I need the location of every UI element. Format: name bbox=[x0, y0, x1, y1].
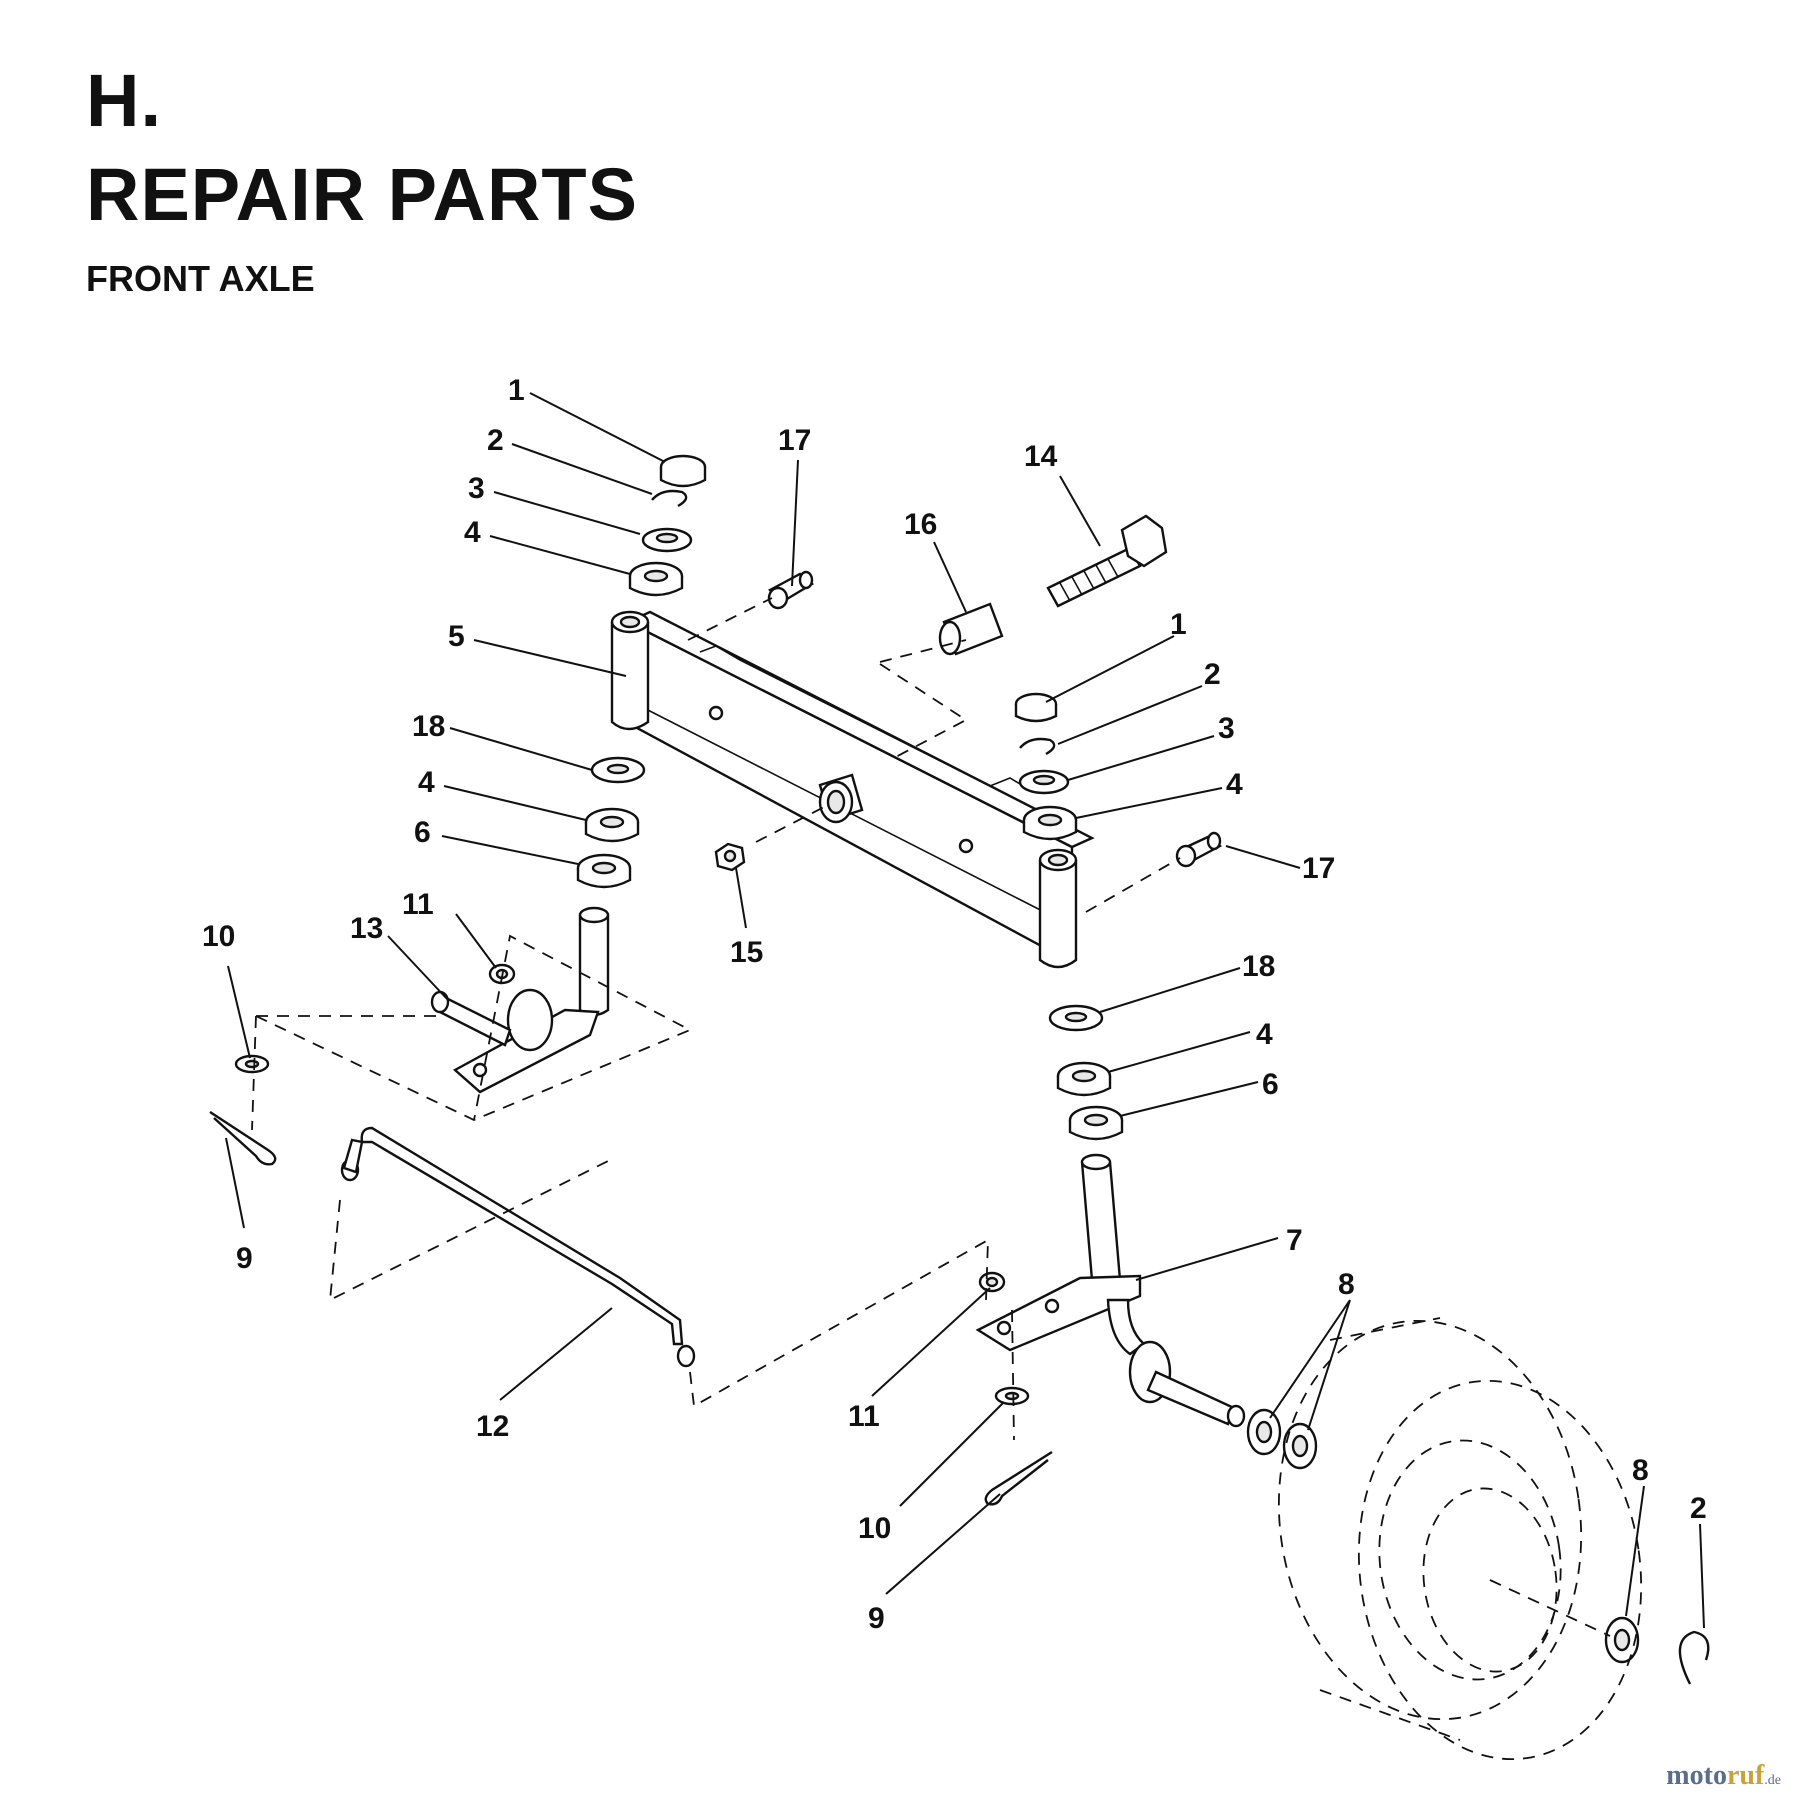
callout-9a: 9 bbox=[236, 1242, 253, 1275]
watermark-logo: motoruf.de bbox=[1666, 1760, 1781, 1792]
callout-18a: 18 bbox=[412, 710, 445, 743]
callout-1b: 1 bbox=[1170, 608, 1187, 641]
tie-rod bbox=[340, 1126, 696, 1368]
right-grease-fitting bbox=[1175, 831, 1222, 868]
left-washer-18 bbox=[590, 756, 646, 784]
left-bearing-4-upper bbox=[628, 561, 684, 597]
callout-7: 7 bbox=[1286, 1224, 1303, 1257]
section-title: REPAIR PARTS bbox=[86, 153, 638, 236]
callout-5: 5 bbox=[448, 620, 465, 653]
callout-15: 15 bbox=[730, 936, 763, 969]
left-washer-3 bbox=[641, 527, 693, 553]
callout-1a: 1 bbox=[508, 374, 525, 407]
callout-6b: 6 bbox=[1262, 1068, 1279, 1101]
callout-4d: 4 bbox=[1256, 1018, 1273, 1051]
leader-lines bbox=[225, 392, 1705, 1629]
right-bushing-11 bbox=[978, 1271, 1006, 1293]
callout-4c: 4 bbox=[1226, 768, 1243, 801]
right-bearing-4-upper bbox=[1022, 805, 1078, 841]
front-wheel-outline bbox=[1277, 1317, 1643, 1761]
watermark-part1: moto bbox=[1666, 1760, 1727, 1791]
callout-12: 12 bbox=[476, 1410, 509, 1443]
callout-17a: 17 bbox=[778, 424, 811, 457]
callout-4b: 4 bbox=[418, 766, 435, 799]
callout-labels: 1 2 3 4 5 18 4 6 17 14 16 1 2 3 4 17 15 … bbox=[202, 374, 1707, 1635]
callout-11b: 11 bbox=[848, 1400, 880, 1433]
left-hub-cap bbox=[659, 454, 707, 488]
section-letter: H. bbox=[86, 59, 162, 142]
callout-13: 13 bbox=[350, 912, 383, 945]
left-retaining-ring bbox=[651, 489, 688, 508]
callout-3b: 3 bbox=[1218, 712, 1235, 745]
callout-2b: 2 bbox=[1204, 658, 1221, 691]
left-bearing-6 bbox=[576, 853, 632, 889]
callout-18b: 18 bbox=[1242, 950, 1275, 983]
left-spindle bbox=[430, 906, 610, 1094]
callout-8b: 8 bbox=[1632, 1454, 1649, 1487]
axle-beam bbox=[610, 610, 1095, 969]
right-washer-3 bbox=[1018, 769, 1070, 795]
callout-10b: 10 bbox=[858, 1512, 891, 1545]
right-spindle bbox=[975, 1153, 1246, 1428]
watermark-part2: ruf bbox=[1726, 1760, 1765, 1791]
right-washer-18 bbox=[1048, 1004, 1104, 1032]
right-bearing-4-lower bbox=[1056, 1061, 1112, 1097]
right-retaining-ring bbox=[1019, 737, 1056, 756]
pivot-bolt bbox=[1046, 514, 1168, 608]
callout-6a: 6 bbox=[414, 816, 431, 849]
right-bearing-6 bbox=[1068, 1105, 1124, 1141]
watermark-part3: .de bbox=[1764, 1773, 1781, 1788]
callout-8a: 8 bbox=[1338, 1268, 1355, 1301]
callout-2a: 2 bbox=[487, 424, 504, 457]
wheel-retaining-ring bbox=[1678, 1630, 1710, 1685]
callout-14: 14 bbox=[1024, 440, 1058, 473]
callout-2c: 2 bbox=[1690, 1492, 1707, 1525]
callout-11a: 11 bbox=[402, 888, 434, 921]
pivot-nut bbox=[714, 842, 746, 872]
left-cotter-pin bbox=[209, 1110, 277, 1166]
left-washer-10 bbox=[234, 1054, 270, 1074]
right-washer-10 bbox=[994, 1386, 1030, 1406]
wheel-washers bbox=[1246, 1408, 1640, 1664]
callout-3a: 3 bbox=[468, 472, 485, 505]
pivot-spacer bbox=[938, 602, 1004, 656]
callout-9b: 9 bbox=[868, 1602, 885, 1635]
callout-16: 16 bbox=[904, 508, 937, 541]
left-bearing-4-lower bbox=[584, 807, 640, 843]
callout-4a: 4 bbox=[464, 516, 481, 549]
callout-10a: 10 bbox=[202, 920, 235, 953]
section-subtitle: FRONT AXLE bbox=[86, 258, 315, 299]
assembly-guide-lines bbox=[251, 597, 1611, 1637]
callout-17b: 17 bbox=[1302, 852, 1335, 885]
left-grease-fitting bbox=[767, 570, 815, 610]
right-hub-cap bbox=[1014, 692, 1058, 723]
